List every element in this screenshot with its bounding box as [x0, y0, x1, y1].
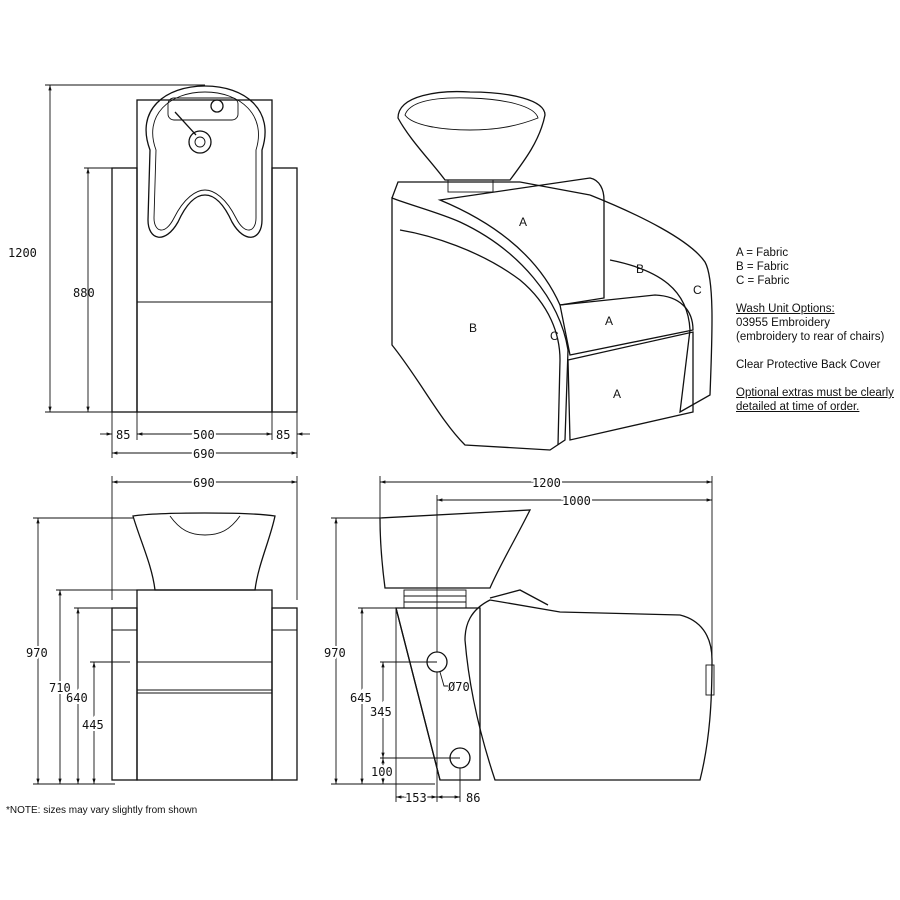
basin-outline [145, 85, 266, 238]
option-back-cover: Clear Protective Back Cover [736, 359, 881, 371]
left-arm [391, 197, 569, 451]
dim-690: 690 [193, 476, 215, 490]
dim-345: 345 [370, 705, 392, 719]
dim-1000: 1000 [562, 494, 591, 508]
option-embroidery-note: (embroidery to rear of chairs) [736, 331, 885, 343]
drain-icon [188, 130, 212, 154]
front-panel [567, 331, 694, 441]
label-c-front: C [550, 329, 559, 343]
dim-690: 690 [193, 447, 215, 461]
dim-100: 100 [371, 765, 393, 779]
front-view-dimensions: 690 970 710 640 445 [24, 474, 298, 785]
dim-645: 645 [350, 691, 372, 705]
options-heading: Wash Unit Options: [736, 303, 835, 315]
top-view-dimensions: 1200 880 85 500 85 690 [8, 84, 310, 463]
dim-880: 880 [73, 286, 95, 300]
dim-hole-diameter: Ø70 [448, 680, 470, 694]
dim-970: 970 [324, 646, 346, 660]
dim-710: 710 [49, 681, 71, 695]
label-b-side: B [469, 321, 477, 335]
dim-500: 500 [193, 428, 215, 442]
label-b-inner: B [636, 262, 644, 276]
basin [132, 512, 276, 591]
label-c-outer: C [693, 283, 702, 297]
side-view [379, 509, 715, 781]
legend-b: B = Fabric [736, 261, 789, 273]
label-a-front: A [613, 387, 621, 401]
dim-153: 153 [405, 791, 427, 805]
pedestal [395, 607, 481, 781]
dim-1200: 1200 [8, 246, 37, 260]
size-note: *NOTE: sizes may vary slightly from show… [6, 805, 198, 816]
label-a-back: A [519, 215, 527, 229]
dim-85-right: 85 [276, 428, 290, 442]
extras-note-2: detailed at time of order. [736, 401, 860, 413]
backrest [437, 177, 605, 306]
basin [379, 509, 532, 589]
dim-640: 640 [66, 691, 88, 705]
basin [397, 90, 546, 181]
right-arm [589, 194, 713, 414]
top-view [111, 85, 298, 413]
seat [559, 294, 694, 356]
legend-c: C = Fabric [736, 275, 790, 287]
dim-86: 86 [466, 791, 480, 805]
perspective-view: A B C A B C A [391, 90, 713, 451]
chair-body [464, 599, 713, 781]
label-a-seat: A [605, 314, 613, 328]
front-view [111, 512, 298, 781]
legend-a: A = Fabric [736, 247, 789, 259]
dim-445: 445 [82, 718, 104, 732]
legend: A = Fabric B = Fabric C = Fabric Wash Un… [736, 246, 894, 414]
side-view-dimensions: 1200 1000 970 645 345 100 153 86 Ø70 [322, 474, 713, 807]
dim-970: 970 [26, 646, 48, 660]
extras-note-1: Optional extras must be clearly [736, 387, 894, 399]
option-embroidery: 03955 Embroidery [736, 317, 830, 329]
dim-85-left: 85 [116, 428, 130, 442]
dim-1200: 1200 [532, 476, 561, 490]
